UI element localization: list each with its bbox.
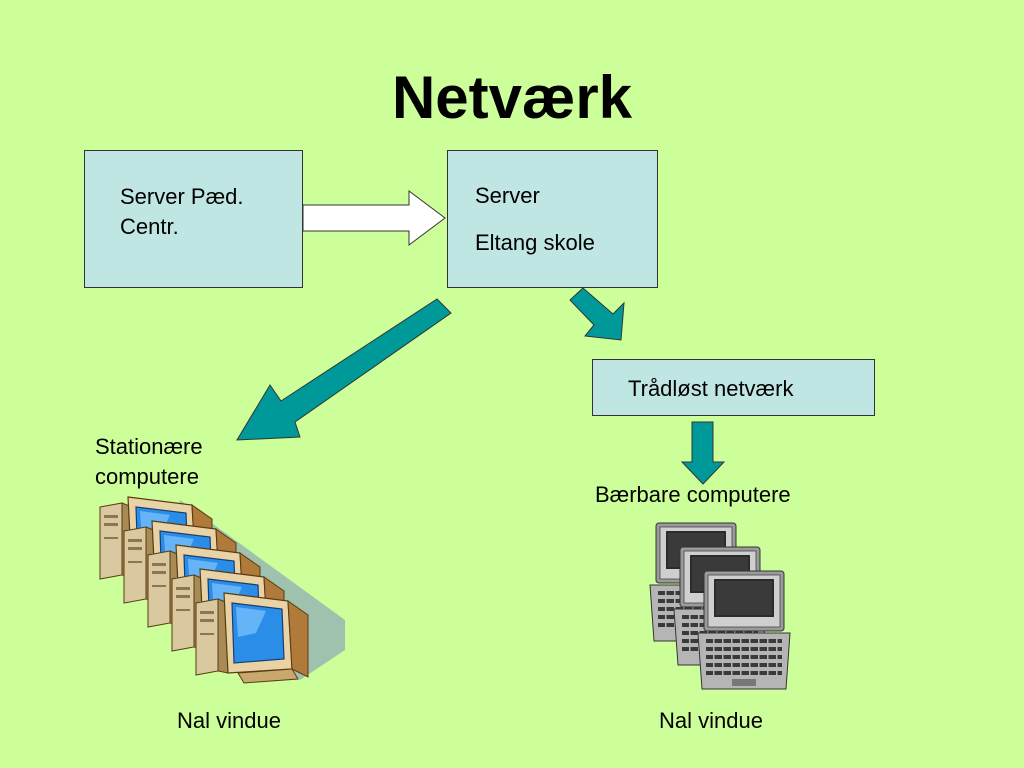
server-paed-box: Server Pæd. Centr. bbox=[84, 150, 303, 288]
wireless-network-box: Trådløst netværk bbox=[592, 359, 875, 416]
nal-vindue-left-label: Nal vindue bbox=[177, 708, 281, 733]
slide-title: Netværk bbox=[391, 64, 633, 131]
server-eltang-line1: Server bbox=[475, 183, 540, 208]
server-paed-line2: Centr. bbox=[120, 214, 179, 239]
laptops-label: Bærbare computere bbox=[595, 482, 791, 507]
arrow-right-icon bbox=[302, 190, 446, 246]
wireless-network-label: Trådløst netværk bbox=[628, 376, 794, 401]
stationary-label-line1: Stationære bbox=[95, 434, 203, 459]
server-eltang-line2: Eltang skole bbox=[475, 230, 595, 255]
nal-vindue-right-label: Nal vindue bbox=[659, 708, 763, 733]
server-eltang-box: Server Eltang skole bbox=[447, 150, 658, 288]
arrow-down-right-icon bbox=[569, 287, 625, 341]
arrow-down-icon bbox=[680, 421, 726, 485]
stationary-label-line2: computere bbox=[95, 464, 199, 489]
arrow-down-left-icon bbox=[236, 298, 452, 441]
server-paed-line1: Server Pæd. bbox=[120, 184, 244, 209]
